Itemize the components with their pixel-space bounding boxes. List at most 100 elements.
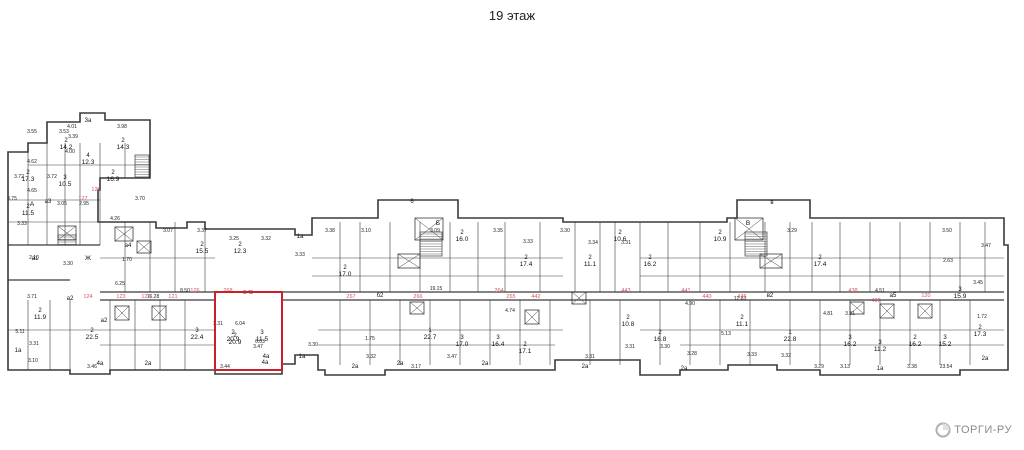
dimension-label: 8.50 [180,288,190,294]
unit-area-label: 16.9 [107,176,120,183]
room-code-label: 3а [85,118,92,124]
elevator-cross [849,301,865,315]
room-code-label: 1а [877,366,884,372]
selected-room-code: 4а [263,354,270,360]
unit-room-number: 2 [740,315,744,321]
elevator-shaft [917,303,933,319]
red-marker: 121 [168,294,177,300]
unit-area-label: 10.8 [622,321,635,328]
unit-room-number: 2 [121,138,125,144]
unit-area-label: 16.4 [492,341,505,348]
room-code-label: 4а [262,360,269,366]
red-marker: 264 [494,288,503,294]
unit-room-number: 2 [523,342,527,348]
unit-area-label: 15.5 [196,248,209,255]
dimension-label: 3.09 [430,228,440,234]
stair-label: Ж [85,255,91,262]
dimension-label: 3.75 [7,196,17,202]
dimension-label: 3.47 [447,354,457,360]
unit-room-number: 2 [913,335,917,341]
elevator-shaft [524,309,540,325]
unit-room-number: 3 [63,175,67,181]
room-code-label: б2 [377,293,384,299]
unit-room-number: 2 [978,325,982,331]
unit-room-number: 4 [86,153,90,159]
room-code-label: а2 [67,296,74,302]
selected-apartment-outline[interactable] [214,291,283,371]
dimension-label: 3.28 [687,351,697,357]
room-code-label: 4а [97,361,104,367]
red-marker: 437 [871,298,880,304]
dimension-label: 3.38 [325,228,335,234]
dimension-label: 3.38 [907,364,917,370]
dimension-label: 3.32 [781,353,791,359]
dimension-label: 3.34 [588,240,598,246]
elevator-shaft [409,301,425,315]
unit-room-number: 3 [943,335,947,341]
dimension-label: 3.72 [47,174,57,180]
dimension-label: 3.33 [17,221,27,227]
dimension-label: 19.15 [430,286,443,292]
dimension-label: 3.05 [57,201,67,207]
dimension-label: 3.30 [308,342,318,348]
red-marker: 442 [531,294,540,300]
elevator-shaft [759,253,783,269]
red-marker: 126 [190,288,199,294]
torgi-logo-icon [935,422,951,438]
elevator-shaft [136,240,152,254]
unit-room-number: 2 [818,255,822,261]
room-code-label: 1а [297,234,304,240]
elevator-cross [114,305,130,321]
selected-apartment-labels: 220.94а [229,333,270,360]
red-marker: 123 [116,294,125,300]
dimension-label: 4.81 [823,311,833,317]
unit-room-number: 2 [111,170,115,176]
unit-area-label: 17.3 [974,331,987,338]
unit-area-label: 16.2 [909,341,922,348]
dimension-label: 3.31 [585,354,595,360]
red-marker: 265 [506,294,515,300]
unit-area-label: 11.5 [22,210,35,217]
unit-room-number: 2 [718,230,722,236]
red-marker: 443 [621,288,630,294]
dimension-label: 4.51 [875,288,885,294]
unit-room-number: 3 [958,287,962,293]
unit-area-label: 17.4 [814,261,827,268]
watermark-text: ТОРГИ-РУ [954,424,1012,436]
dimension-label: 2.63 [943,258,953,264]
dimension-label: 3.71 [27,294,37,300]
dimension-label: 4.00 [65,149,75,155]
unit-area-label: 11.1 [736,321,749,328]
dimension-label: 3.31 [29,341,39,347]
dimension-label: 3.10 [28,358,38,364]
unit-area-label: 16.2 [844,341,857,348]
dimension-label: 3.46 [87,364,97,370]
dimension-label: 3.98 [117,124,127,130]
elevator-shaft [114,305,130,321]
dimension-label: 6.25 [115,281,125,287]
elevator-shaft [57,225,77,241]
room-code-label: 2а [681,366,688,372]
dimension-label: 3.31 [621,240,631,246]
unit-room-number: 1 [428,328,432,334]
red-marker: 266 [413,294,422,300]
room-code-label: 1а [299,354,306,360]
dimension-label: 3.07 [163,228,173,234]
unit-area-label: 16.0 [456,236,469,243]
dimension-label: 3.30 [660,344,670,350]
dimension-label: 4.74 [505,308,515,314]
room-code-label: 2а [352,364,359,370]
elevator-cross [114,226,134,242]
elevator-shaft [571,291,587,305]
unit-area-label: 17.0 [339,271,352,278]
dimension-label: 3.45 [973,280,983,286]
room-code-label: а2 [101,318,108,324]
elevator-cross [917,303,933,319]
elevator-cross [759,253,783,269]
dimension-label: 3.25 [229,236,239,242]
stair-label: В [746,220,750,227]
selected-apartment-border [214,291,283,371]
watermark: ТОРГИ-РУ [935,422,1012,438]
dimension-label: 3.10 [361,228,371,234]
